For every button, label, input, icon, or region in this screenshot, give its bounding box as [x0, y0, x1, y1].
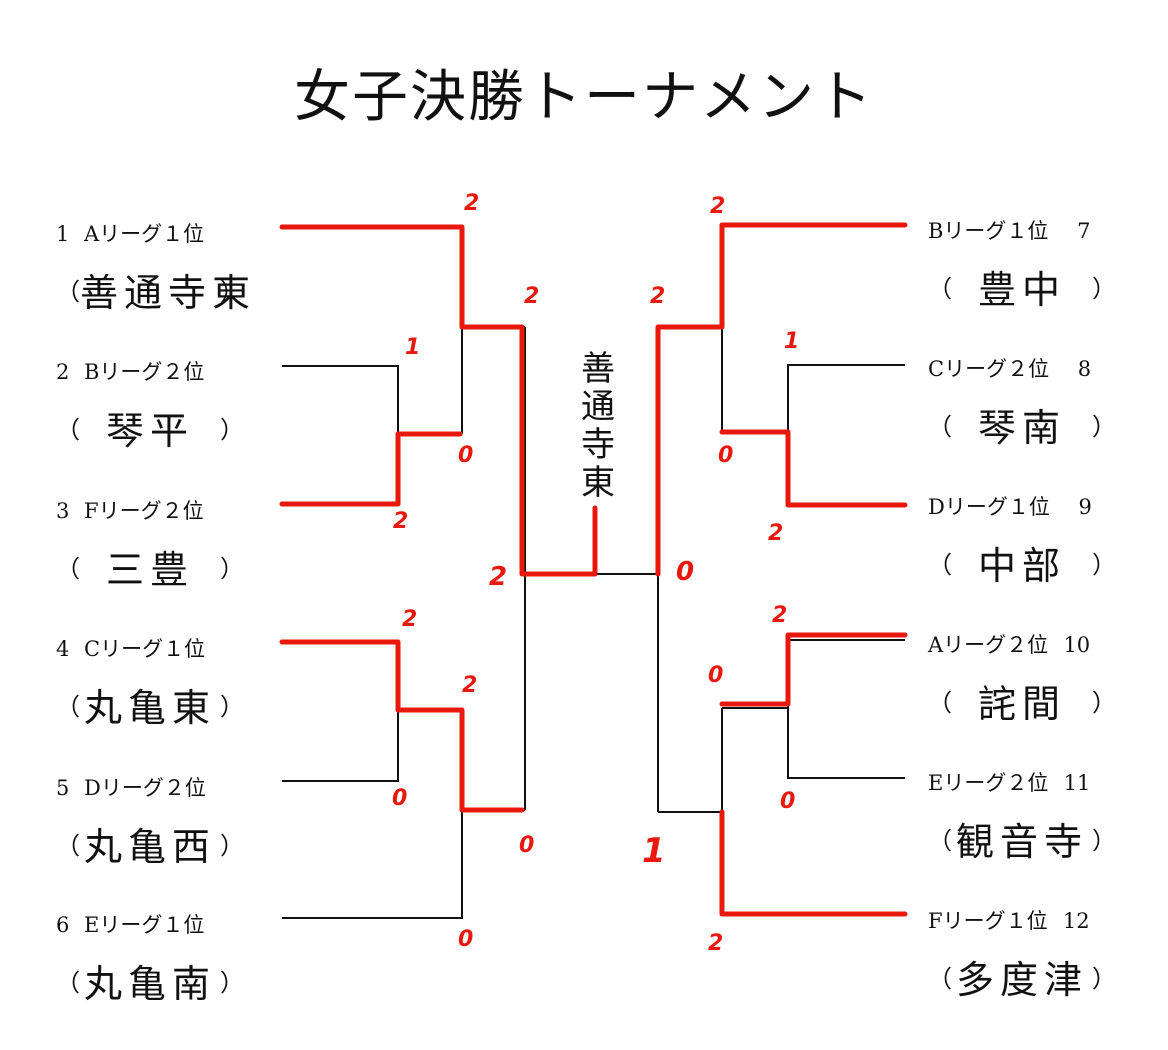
- score-label: 1: [784, 329, 799, 354]
- bracket-line: [282, 710, 399, 782]
- score-label: 2: [393, 509, 408, 534]
- league-label: Cリーグ１位: [84, 637, 206, 661]
- score-label: 2: [464, 191, 479, 216]
- score-label: 2: [489, 562, 507, 592]
- score-label: 2: [710, 194, 725, 219]
- team-name: 琴平: [105, 409, 194, 453]
- bracket-line: [282, 226, 525, 328]
- bracket-line: [722, 364, 905, 433]
- seed-number: 12: [1062, 909, 1090, 933]
- seed-number: 8: [1077, 357, 1092, 381]
- score-label: 0: [392, 786, 407, 811]
- score-label: 0: [708, 663, 723, 688]
- score-label: 1: [642, 831, 666, 871]
- team-name: 豊中: [977, 268, 1066, 312]
- bracket-line: [787, 432, 905, 506]
- bracket-line: [721, 812, 905, 915]
- seed-number: 2: [56, 360, 70, 384]
- score-label: 0: [458, 443, 473, 468]
- bracket-line: [658, 708, 723, 813]
- seed-number: 6: [56, 913, 70, 937]
- league-label: Eリーグ１位: [84, 913, 205, 937]
- league-label: Bリーグ２位: [84, 360, 205, 384]
- score-label: 2: [772, 603, 787, 628]
- seed-number: 7: [1077, 219, 1091, 243]
- bracket-line: [282, 810, 463, 919]
- bracket-line: [282, 365, 462, 435]
- seed-number: 3: [56, 499, 70, 523]
- league-label: Fリーグ２位: [84, 499, 204, 523]
- winner-path: [279, 431, 463, 507]
- score-label: 1: [405, 335, 420, 360]
- page-title: 女子決勝トーナメント: [294, 65, 874, 130]
- bracket-line: [787, 708, 905, 779]
- score-label: 2: [402, 607, 417, 632]
- team-name: 丸亀西: [83, 825, 216, 869]
- bracket-line: [461, 710, 525, 811]
- score-label: 0: [519, 833, 534, 858]
- winner-path: [719, 809, 908, 917]
- team-name: 多度津: [955, 958, 1088, 1002]
- team-name: 三豊: [105, 548, 194, 592]
- team-name: 丸亀東: [83, 686, 216, 730]
- team-name: 詫間: [977, 682, 1066, 726]
- league-label: Cリーグ２位: [928, 357, 1050, 381]
- seed-number: 11: [1063, 771, 1091, 795]
- league-label: Aリーグ１位: [84, 222, 205, 246]
- league-label: Dリーグ２位: [84, 776, 206, 800]
- team-name: 丸亀南: [83, 962, 216, 1006]
- seed-number: 1: [56, 222, 70, 246]
- team-name: 琴南: [977, 406, 1066, 450]
- score-label: 0: [718, 443, 733, 468]
- league-label: Fリーグ１位: [928, 909, 1048, 933]
- bracket-line: [722, 639, 905, 709]
- champion-label: 善通寺東: [581, 349, 615, 503]
- bracket-line: [282, 641, 462, 711]
- score-label: 0: [780, 789, 795, 814]
- winner-path: [719, 429, 908, 508]
- score-label: 2: [708, 931, 723, 956]
- league-label: Eリーグ２位: [928, 771, 1049, 795]
- score-label: 2: [524, 284, 539, 309]
- score-label: 0: [676, 557, 694, 587]
- seed-number: 9: [1078, 495, 1092, 519]
- winner-path: [719, 632, 908, 707]
- team-name: 観音寺: [955, 820, 1088, 864]
- league-label: Bリーグ１位: [928, 219, 1049, 243]
- seed-number: 10: [1063, 633, 1091, 657]
- score-label: 0: [458, 927, 473, 952]
- league-label: Dリーグ１位: [928, 495, 1050, 519]
- bracket-line: [282, 434, 399, 505]
- score-label: 2: [768, 521, 783, 546]
- winner-path: [655, 222, 908, 577]
- seed-number: 4: [56, 637, 70, 661]
- score-label: 2: [462, 673, 477, 698]
- seed-number: 5: [56, 776, 70, 800]
- score-label: 2: [650, 284, 665, 309]
- winner-path: [279, 639, 525, 813]
- team-name: 中部: [977, 544, 1066, 588]
- bracket-line: [658, 224, 905, 328]
- winner-path: [279, 224, 598, 577]
- league-label: Aリーグ２位: [928, 633, 1049, 657]
